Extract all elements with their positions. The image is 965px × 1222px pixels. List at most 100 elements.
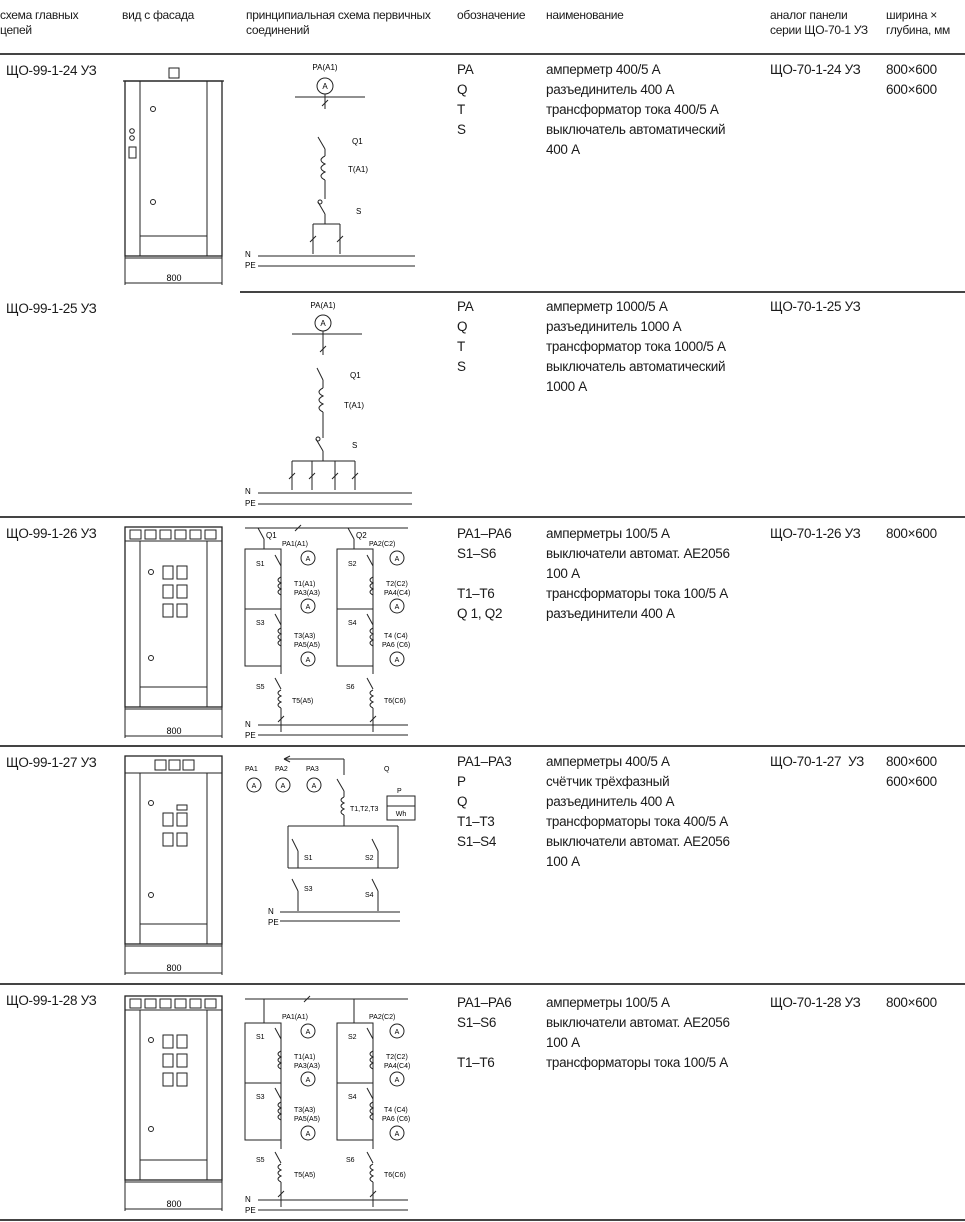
label-n: N [245, 250, 251, 259]
designation: Q [457, 82, 468, 97]
label-pa2: PA2(C2) [369, 541, 395, 548]
facade-view: 800 [124, 755, 223, 975]
label-pa1: PA1(A1) [282, 541, 308, 548]
ammeter-icon [300, 598, 316, 614]
header-analog: аналог панели серии ЩО-70-1 УЗ [770, 8, 868, 37]
label-t: T(A1) [348, 165, 368, 174]
label-t5: T5(A5) [292, 698, 313, 705]
label-pa5: PA5(A5) [294, 1116, 320, 1123]
name-item: выключатель автоматический [546, 122, 726, 137]
ammeter-letter: A [306, 1029, 311, 1036]
label-s5: S5 [256, 1157, 265, 1164]
name-item: трансформаторы тока 100/5 А [546, 1055, 728, 1070]
facade-width-label: 800 [166, 963, 181, 973]
size-item: 800×600 [886, 754, 937, 769]
analog-panel: ЩО-70-1-27 УЗ [770, 754, 864, 769]
label-s4: S4 [348, 1094, 357, 1101]
size-item: 600×600 [886, 82, 937, 97]
ammeter-letter: A [306, 1077, 311, 1084]
breaker-s-icon [317, 201, 326, 215]
designation [457, 564, 511, 584]
label-pe: PE [245, 261, 256, 270]
label-t1: T1(A1) [294, 581, 315, 588]
ammeter-letter: A [395, 1029, 400, 1036]
label-pa1: PA1 [245, 766, 258, 773]
label-ammeter: PA(A1) [312, 63, 338, 72]
row-divider [0, 983, 965, 985]
ammeter-letter: A [306, 556, 311, 563]
ammeter-icon [389, 1023, 405, 1039]
label-s6: S6 [346, 684, 355, 691]
name-item: 400 А [546, 142, 580, 157]
primary-circuit-diagram: PA(A1) A Q1 T(A1) S N [245, 301, 412, 508]
label-t3: T3(A3) [294, 633, 315, 640]
label-pe: PE [245, 731, 256, 740]
label-s: S [356, 207, 361, 216]
label-s6: S6 [346, 1157, 355, 1164]
name-item: трансформатор тока 1000/5 А [546, 339, 726, 354]
current-transformer-icon [277, 1050, 283, 1070]
analog-panel: ЩО-70-1-26 УЗ [770, 526, 861, 541]
label-t4: T4 (C4) [384, 1107, 408, 1114]
ammeter-letter: A [322, 82, 328, 91]
size-list: 800×600 [886, 993, 937, 1013]
name-item: 100 А [546, 566, 580, 581]
name-item: разъединитель 400 А [546, 82, 675, 97]
header-facade: вид с фасада [122, 8, 195, 22]
name-item: амперметр 1000/5 А [546, 299, 668, 314]
name-item: амперметры 400/5 А [546, 754, 670, 769]
designation: T [457, 102, 465, 117]
designation-list: PA1–PA6 S1–S6 T1–T6 [457, 993, 512, 1073]
label-s5: S5 [256, 684, 265, 691]
facade-view: 800 [124, 995, 223, 1211]
designation: Q [457, 319, 468, 334]
current-transformer-icon [369, 1050, 375, 1070]
table-row: ЩО-99-1-24 УЗ 800 PA(A1) A [0, 55, 965, 291]
ammeter-letter: A [395, 1131, 400, 1138]
ammeter-letter: A [306, 657, 311, 664]
table-row: ЩО-99-1-28 УЗ 800 [0, 985, 965, 1219]
label-wh: Wh [396, 811, 407, 818]
name-item: 100 А [546, 1035, 580, 1050]
ammeter-icon [300, 1023, 316, 1039]
primary-circuit-diagram: PA1(A1) A PA2(C2) A S1 S2 T1(A1) PA3(A3)… [244, 995, 410, 1215]
label-n: N [268, 907, 274, 916]
ammeter-icon [300, 1071, 316, 1087]
ammeter-icon [389, 598, 405, 614]
ammeter-letter: A [306, 1131, 311, 1138]
label-t: T1,T2,T3 [350, 806, 379, 813]
name-item: амперметры 100/5 А [546, 526, 670, 541]
header-name: наименование [546, 8, 624, 22]
size-item: 800×600 [886, 526, 937, 541]
meter-box [386, 795, 416, 821]
name-item: выключатели автомат. АЕ2056 [546, 1015, 730, 1030]
designation [457, 1033, 511, 1053]
primary-circuit-diagram: Q1 Q2 PA1(A1) A PA2(C2) A S1 S2 T1(A1) P… [244, 524, 410, 740]
label-s4: S4 [365, 892, 374, 899]
designation: S [457, 122, 466, 137]
label-pe: PE [245, 1206, 256, 1215]
facade-view: 800 [124, 526, 223, 738]
name-item: амперметр 400/5 А [546, 62, 661, 77]
row-code: ЩО-99-1-25 УЗ [6, 301, 97, 316]
ammeter-letter: A [252, 783, 257, 790]
current-transformer-icon [340, 796, 346, 816]
ammeter-icon [389, 1071, 405, 1087]
disconnector-q-icon [316, 367, 324, 381]
name-list: амперметры 100/5 А выключатели автомат. … [546, 993, 730, 1073]
label-p: P [397, 788, 402, 795]
size-list: 800×600 [886, 524, 937, 544]
label-s2: S2 [348, 561, 357, 568]
label-n: N [245, 1195, 251, 1204]
designation: PA1–PA6 [457, 526, 512, 541]
ammeter-icon [275, 777, 291, 793]
label-t2: T2(C2) [386, 581, 408, 588]
designation-list: PA Q T S [457, 60, 474, 140]
ammeter-icon [300, 1125, 316, 1141]
label-pa1: PA1(A1) [282, 1014, 308, 1021]
ammeter-letter: A [306, 604, 311, 611]
disconnector-q2-icon [347, 527, 355, 540]
ammeter-icon [389, 550, 405, 566]
label-s4: S4 [348, 620, 357, 627]
label-pa6: PA6 (C6) [382, 1116, 410, 1123]
